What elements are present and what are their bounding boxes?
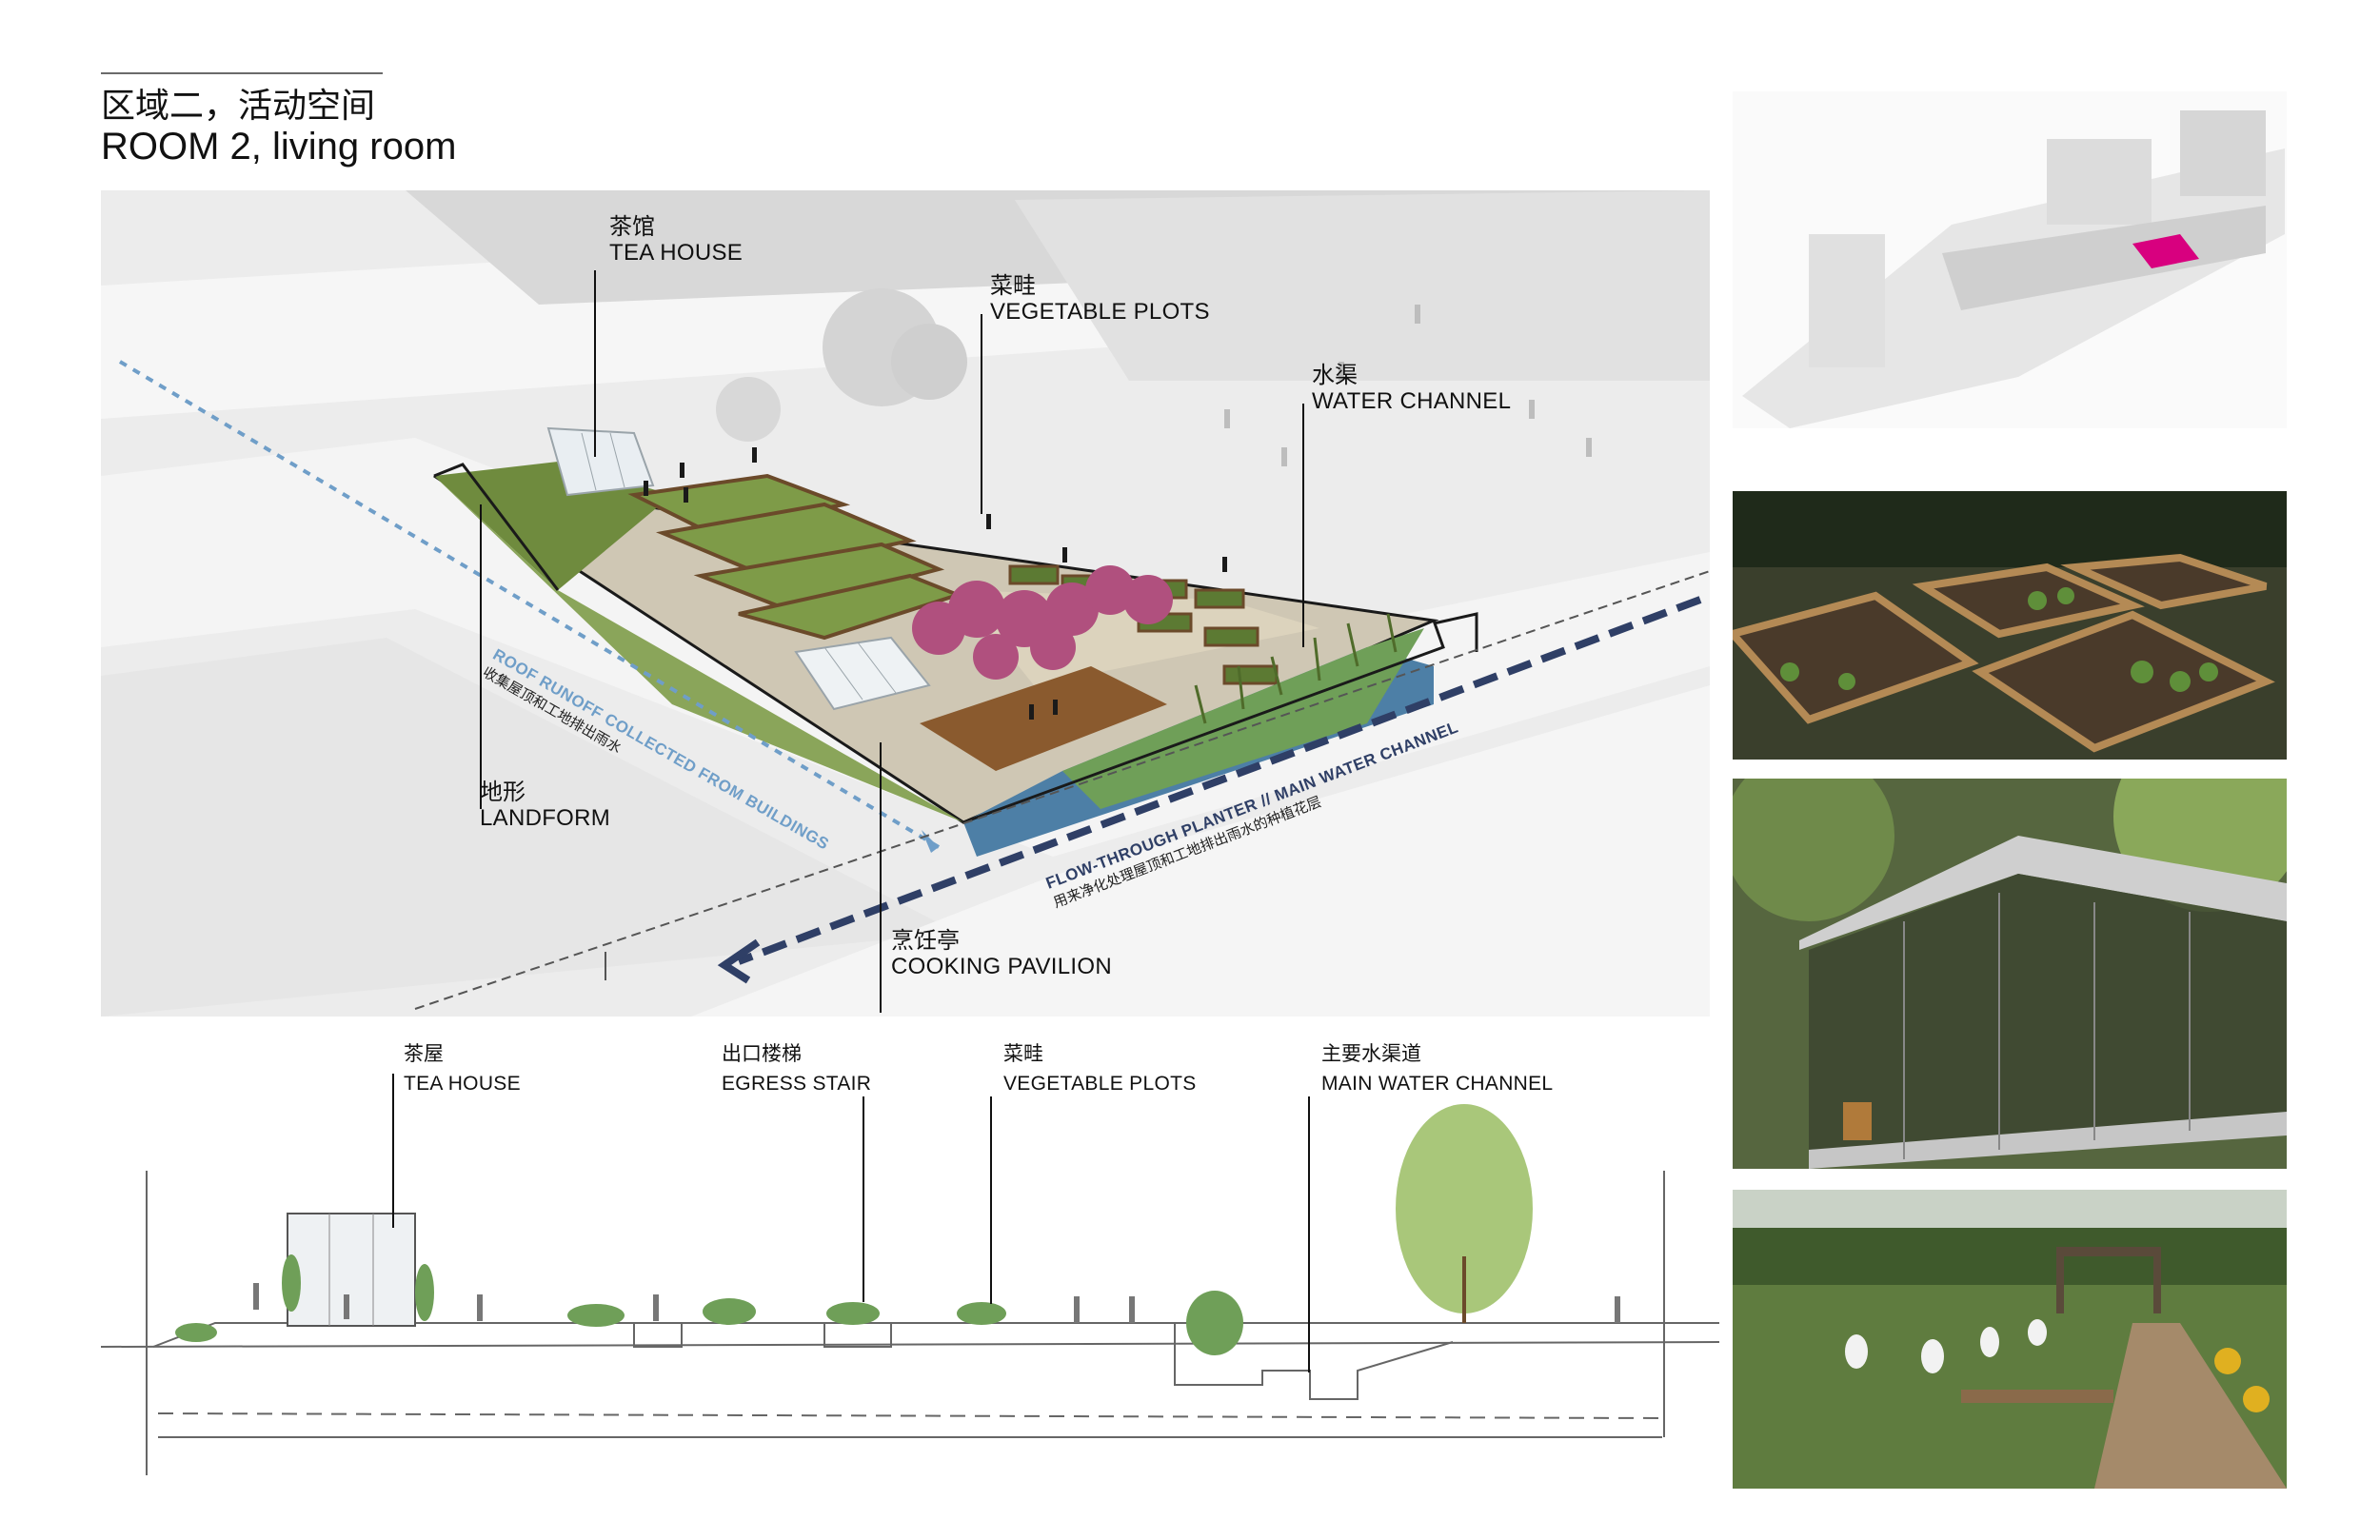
section-label-egress-stair: 出口楼梯 EGRESS STAIR (722, 1042, 872, 1095)
section-leader-egress-stair (863, 1096, 864, 1302)
tea-house-icon (287, 1213, 416, 1327)
label-vegetable-plots: 菜畦 VEGETABLE PLOTS (990, 272, 1210, 325)
label-tea-house: 茶馆 TEA HOUSE (609, 213, 744, 266)
person-icon (253, 1283, 1620, 1323)
plan-drawing (101, 190, 1710, 1017)
leader-water-channel (1302, 404, 1304, 647)
section-label-tea-house: 茶屋 TEA HOUSE (404, 1042, 521, 1095)
page-title-cn: 区域二，活动空间 (101, 87, 376, 126)
site-highlight (2132, 234, 2199, 268)
arrow-icon (118, 360, 941, 849)
section-drawing: 茶屋 TEA HOUSE 出口楼梯 EGRESS STAIR 菜畦 VEGETA… (100, 1037, 1738, 1494)
leader-cooking-pavilion (880, 742, 882, 1013)
person-icon (644, 447, 1227, 720)
key-map-image (1733, 91, 2287, 428)
leader-vegetable-plots (981, 314, 982, 514)
leader-tea-house (594, 270, 596, 457)
section-label-vegetable-plots: 菜畦 VEGETABLE PLOTS (1003, 1042, 1197, 1095)
label-landform: 地形 LANDFORM (480, 779, 611, 831)
photo-boardwalk-fountains (1733, 1190, 2287, 1489)
tea-house-icon (546, 426, 655, 497)
photo-glass-pavilion (1733, 779, 2287, 1169)
leader-landform (480, 504, 482, 809)
photo-vegetable-beds (1733, 491, 2287, 760)
section-leader-tea-house (392, 1074, 394, 1228)
label-water-channel: 水渠 WATER CHANNEL (1312, 362, 1512, 414)
greenhouse-icon (794, 636, 931, 711)
section-label-main-water-channel: 主要水渠道 MAIN WATER CHANNEL (1321, 1042, 1554, 1095)
label-cooking-pavilion: 烹饪亭 COOKING PAVILION (891, 927, 1112, 979)
section-leader-vegetable-plots (990, 1096, 992, 1304)
title-rule (101, 72, 383, 74)
section-leader-water-channel (1308, 1096, 1310, 1372)
page-title-en: ROOM 2, living room (101, 126, 457, 168)
section-sketch (100, 1104, 1720, 1475)
axonometric-plan: 茶馆 TEA HOUSE 菜畦 VEGETABLE PLOTS 水渠 WATER… (101, 190, 1710, 1017)
